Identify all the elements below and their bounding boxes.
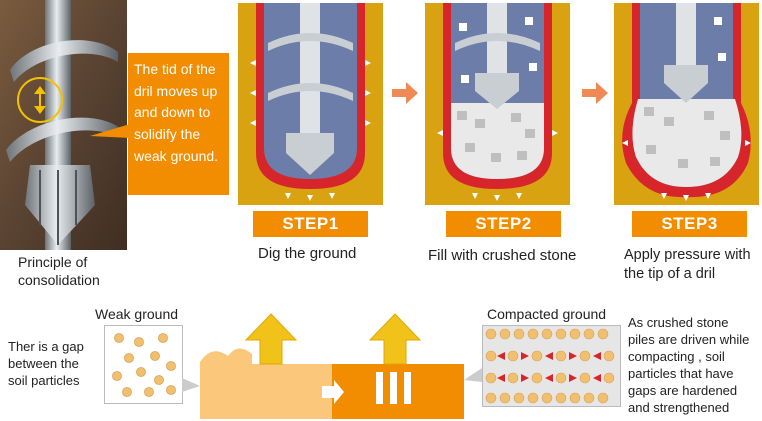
loose-particles-illustration [112, 333, 176, 397]
description-line: gaps are hardened [628, 383, 738, 398]
step1-illustration [250, 3, 371, 201]
ground-transition-illustration [182, 313, 482, 419]
step-badge-number: 3 [707, 214, 718, 233]
step3-caption: Apply pressure with the tip of a dril [624, 246, 751, 284]
compacted-ground-sample [482, 325, 621, 407]
principle-illustration [0, 0, 127, 250]
description-line: As crushed stone [628, 315, 729, 330]
step-badge-word: STEP [475, 214, 522, 233]
description-line: Ther is a gap [8, 339, 84, 354]
callout-line: and down to [134, 104, 211, 121]
step3-panel [614, 3, 759, 205]
step-badge-word: STEP [661, 214, 708, 233]
step-badge-number: 2 [521, 214, 532, 233]
compacted-ground-description: As crushed stone piles are driven while … [628, 314, 760, 416]
drill-closeup-illustration [0, 0, 127, 250]
next-step-arrow [392, 82, 418, 104]
step2-badge: STEP2 [446, 211, 561, 237]
next-step-arrow [582, 82, 608, 104]
description-line: piles are driven while [628, 332, 750, 347]
step2-panel [425, 3, 570, 205]
step-caption-line: Fill with crushed stone [428, 247, 577, 264]
step1-caption: Dig the ground [258, 244, 356, 264]
callout-line: The tid of the [134, 61, 216, 77]
step3-badge: STEP3 [632, 211, 747, 237]
weak-ground-sample [104, 325, 183, 404]
step-badge-number: 1 [328, 214, 339, 233]
description-line: compacting , soil [628, 349, 725, 364]
step1-panel [238, 3, 383, 205]
step-caption-line: the tip of a dril [624, 266, 716, 282]
compacted-particles-illustration [483, 326, 620, 406]
principle-caption-line: Principle of [18, 254, 88, 270]
weak-ground-label: Weak ground [95, 306, 179, 322]
callout-line: solidify the [134, 126, 201, 143]
callout-line: dril moves up [134, 82, 218, 99]
step-badge-word: STEP [282, 214, 329, 233]
description-line: between the [8, 356, 79, 371]
principle-caption-line: consolidation [18, 272, 100, 288]
step3-illustration [622, 3, 751, 201]
step1-badge: STEP1 [253, 211, 368, 237]
step2-caption: Fill with crushed stone [428, 246, 576, 266]
principle-caption: Principle of consolidation [18, 253, 100, 289]
principle-callout: The tid of the dril moves up and down to… [128, 53, 229, 195]
callout-pointer [90, 124, 130, 138]
step-caption-line: Apply pressure with [624, 247, 751, 263]
step2-illustration [437, 3, 558, 201]
description-line: and strengthened [628, 400, 730, 415]
compacted-ground-label: Compacted ground [487, 306, 607, 322]
description-line: particles that have [628, 366, 734, 381]
callout-line: weak ground. [134, 147, 219, 164]
weak-ground-description: Ther is a gap between the soil particles [8, 338, 84, 389]
step-caption-line: Dig the ground [258, 245, 357, 262]
description-line: soil particles [8, 373, 80, 388]
